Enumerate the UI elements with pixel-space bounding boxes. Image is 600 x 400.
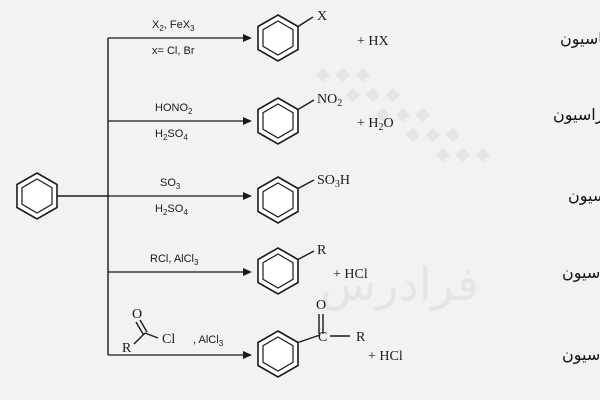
byproduct: + HCl bbox=[368, 349, 403, 364]
carbon-label: C bbox=[318, 330, 327, 345]
watermark-text: فرادرس bbox=[320, 257, 479, 312]
byproduct: + HCl bbox=[333, 267, 368, 282]
substituent-label: X bbox=[317, 9, 327, 24]
benzene-product bbox=[257, 247, 315, 295]
substituent-label: R bbox=[317, 243, 327, 258]
reaction-name: آسیلاسیون bbox=[562, 345, 600, 365]
reaction-name: آلکیلاسیون bbox=[562, 263, 600, 283]
reagent-top: X2, FeX3 bbox=[152, 19, 195, 33]
reagent-bottom: H2SO4 bbox=[155, 203, 188, 217]
carbonyl-oxygen-label: O bbox=[316, 298, 326, 313]
reaction-arrow bbox=[108, 192, 252, 200]
reagent-bottom: x= Cl, Br bbox=[152, 45, 195, 57]
reaction-arrow bbox=[108, 117, 252, 125]
reagent-bottom: H2SO4 bbox=[155, 128, 188, 142]
reaction-arrow bbox=[108, 268, 252, 276]
benzene-product bbox=[257, 97, 315, 145]
reagent-top: HONO2 bbox=[155, 102, 193, 116]
r-group-label: R bbox=[122, 341, 132, 356]
watermark: فرادرس bbox=[315, 67, 491, 312]
substituent-label: R bbox=[356, 330, 366, 345]
reaction-alkylation: RCl, AlCl3 R + HCl آلکیلاسیون bbox=[108, 243, 600, 295]
reagent-top: SO3 bbox=[160, 177, 181, 191]
byproduct: + HX bbox=[357, 34, 389, 49]
substituent-label: SO3H bbox=[317, 173, 350, 190]
benzene-product bbox=[257, 176, 315, 224]
reaction-name: هالوژناسیون bbox=[560, 29, 600, 49]
carbonyl-oxygen-label: O bbox=[132, 307, 142, 322]
branch-lines bbox=[57, 38, 109, 355]
substituent-label: NO2 bbox=[317, 92, 342, 109]
chloride-label: Cl bbox=[162, 332, 175, 347]
acyl-chloride-reagent: O R Cl bbox=[122, 307, 175, 356]
reaction-halogenation: X2, FeX3 x= Cl, Br X + HX هالوژناسیون bbox=[108, 9, 600, 62]
reaction-nitration: HONO2 H2SO4 NO2 + H2O نیتراسیون bbox=[108, 92, 600, 145]
reaction-sulfonation: SO3 H2SO4 SO3H سولفوناسیون bbox=[108, 173, 600, 224]
benzene-product bbox=[257, 314, 350, 378]
reaction-acylation: O R Cl , AlCl3 O C R + HCl آسیلاسیون bbox=[108, 298, 600, 378]
benzene-product bbox=[257, 14, 314, 62]
reagent-top: , AlCl3 bbox=[193, 334, 224, 348]
reaction-arrow bbox=[108, 34, 252, 42]
benzene-reactant bbox=[16, 172, 58, 220]
watermark-logo bbox=[315, 67, 491, 163]
reaction-name: سولفوناسیون bbox=[568, 186, 600, 206]
byproduct: + H2O bbox=[357, 116, 394, 133]
reaction-name: نیتراسیون bbox=[553, 105, 600, 125]
reagent-top: RCl, AlCl3 bbox=[150, 253, 199, 267]
reaction-arrow bbox=[108, 351, 252, 359]
